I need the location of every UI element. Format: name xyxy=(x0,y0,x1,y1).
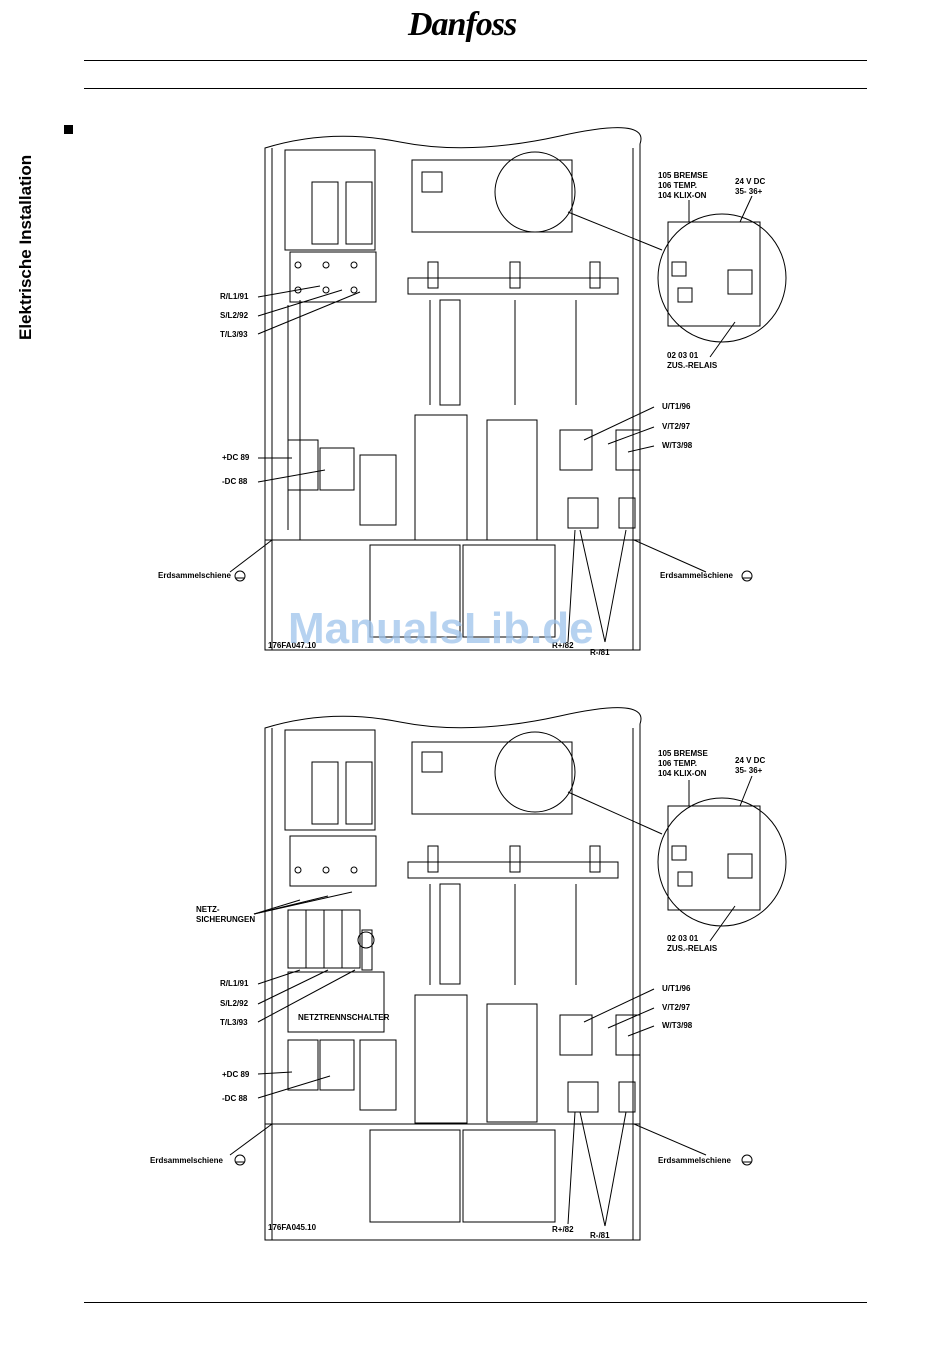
label-104-klix-on: 104 KLIX-ON xyxy=(658,191,707,200)
label-106-temp: 106 TEMP. xyxy=(658,181,697,190)
label-u-t1-96-2: U/T1/96 xyxy=(662,984,691,993)
label-relay-terminals-2: 02 03 01 xyxy=(667,934,699,943)
label-u-t1-96: U/T1/96 xyxy=(662,402,691,411)
label-netztrennschalter: NETZTRENNSCHALTER xyxy=(298,1013,390,1022)
label-erdsammelschiene-right: Erdsammelschiene xyxy=(660,571,733,580)
label-relay-terminals: 02 03 01 xyxy=(667,351,699,360)
label-106-temp-2: 106 TEMP. xyxy=(658,759,697,768)
header-rule-bottom xyxy=(84,88,867,89)
label-plus-dc-89: +DC 89 xyxy=(222,453,250,462)
label-v-t2-97-2: V/T2/97 xyxy=(662,1003,691,1012)
label-r-plus-82-2: R+/82 xyxy=(552,1225,574,1234)
label-35-36: 35- 36+ xyxy=(735,187,763,196)
label-r-l1-91-2: R/L1/91 xyxy=(220,979,249,988)
danfoss-logo: Danfoss xyxy=(408,6,517,43)
label-r-l1-91: R/L1/91 xyxy=(220,292,249,301)
label-w-t3-98-2: W/T3/98 xyxy=(662,1021,693,1030)
label-35-36-2: 35- 36+ xyxy=(735,766,763,775)
label-zus-relais-2: ZUS.-RELAIS xyxy=(667,944,718,953)
label-24v-dc: 24 V DC xyxy=(735,177,765,186)
label-figure-code-1: 176FA047.10 xyxy=(268,641,317,650)
label-r-minus-81-2: R-/81 xyxy=(590,1231,610,1240)
label-v-t2-97: V/T2/97 xyxy=(662,422,691,431)
label-zus-relais: ZUS.-RELAIS xyxy=(667,361,718,370)
header-rule-top xyxy=(84,60,867,61)
label-netz: NETZ- xyxy=(196,905,220,914)
label-minus-dc-88: -DC 88 xyxy=(222,477,248,486)
label-t-l3-93-2: T/L3/93 xyxy=(220,1018,248,1027)
label-erdsammelschiene-right-2: Erdsammelschiene xyxy=(658,1156,731,1165)
manualslib-watermark: ManualsLib.de xyxy=(288,604,594,653)
label-r-minus-81: R-/81 xyxy=(590,648,610,657)
label-105-bremse: 105 BREMSE xyxy=(658,171,708,180)
label-sicherungen: SICHERUNGEN xyxy=(196,915,255,924)
label-figure-code-2: 176FA045.10 xyxy=(268,1223,317,1232)
label-erdsammelschiene-left-2: Erdsammelschiene xyxy=(150,1156,223,1165)
label-24v-dc-2: 24 V DC xyxy=(735,756,765,765)
label-104-klix-on-2: 104 KLIX-ON xyxy=(658,769,707,778)
footer-rule xyxy=(84,1302,867,1303)
label-w-t3-98: W/T3/98 xyxy=(662,441,693,450)
cabinet-outline-1 xyxy=(264,127,642,651)
label-erdsammelschiene-left: Erdsammelschiene xyxy=(158,571,231,580)
label-r-plus-82: R+/82 xyxy=(552,641,574,650)
label-105-bremse-2: 105 BREMSE xyxy=(658,749,708,758)
label-s-l2-92-2: S/L2/92 xyxy=(220,999,249,1008)
label-minus-dc-88-2: -DC 88 xyxy=(222,1094,248,1103)
label-t-l3-93: T/L3/93 xyxy=(220,330,248,339)
cabinet-outline-2 xyxy=(264,707,642,1241)
bullet-marker xyxy=(64,125,73,134)
label-plus-dc-89-2: +DC 89 xyxy=(222,1070,250,1079)
label-s-l2-92: S/L2/92 xyxy=(220,311,249,320)
